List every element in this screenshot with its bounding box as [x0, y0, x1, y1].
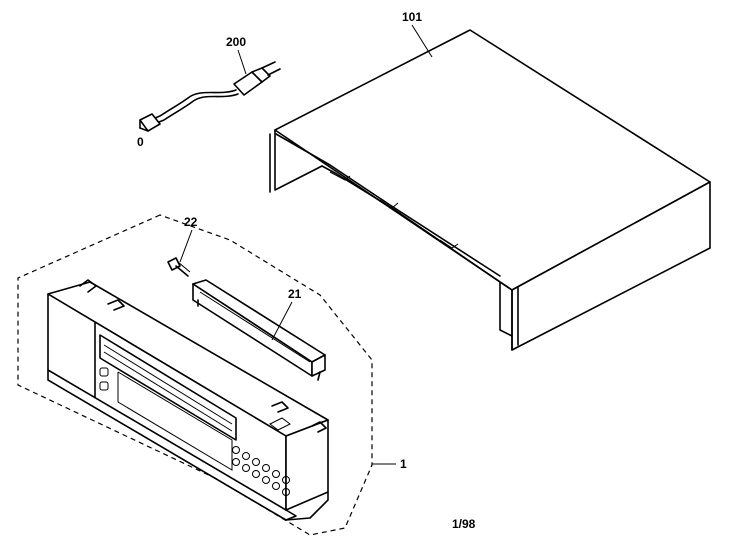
front-panel-part — [47, 279, 329, 521]
front-assembly-boundary — [17, 214, 373, 536]
callout-200: 200 — [226, 35, 246, 49]
callout-101: 101 — [402, 10, 422, 24]
leader-21 — [271, 301, 293, 341]
top-cover-part — [269, 29, 711, 351]
callout-cord-end: 0 — [137, 135, 144, 149]
door-part — [192, 279, 326, 381]
callout-22: 22 — [184, 215, 198, 229]
callout-21: 21 — [288, 287, 302, 301]
leader-22 — [179, 229, 193, 263]
screw-part — [167, 257, 191, 277]
callout-1: 1 — [400, 457, 407, 471]
leader-200 — [237, 49, 247, 75]
leader-101 — [411, 24, 433, 58]
button-grid — [232, 446, 290, 496]
power-cord-part — [139, 61, 281, 132]
date-code: 1/98 — [452, 517, 476, 531]
